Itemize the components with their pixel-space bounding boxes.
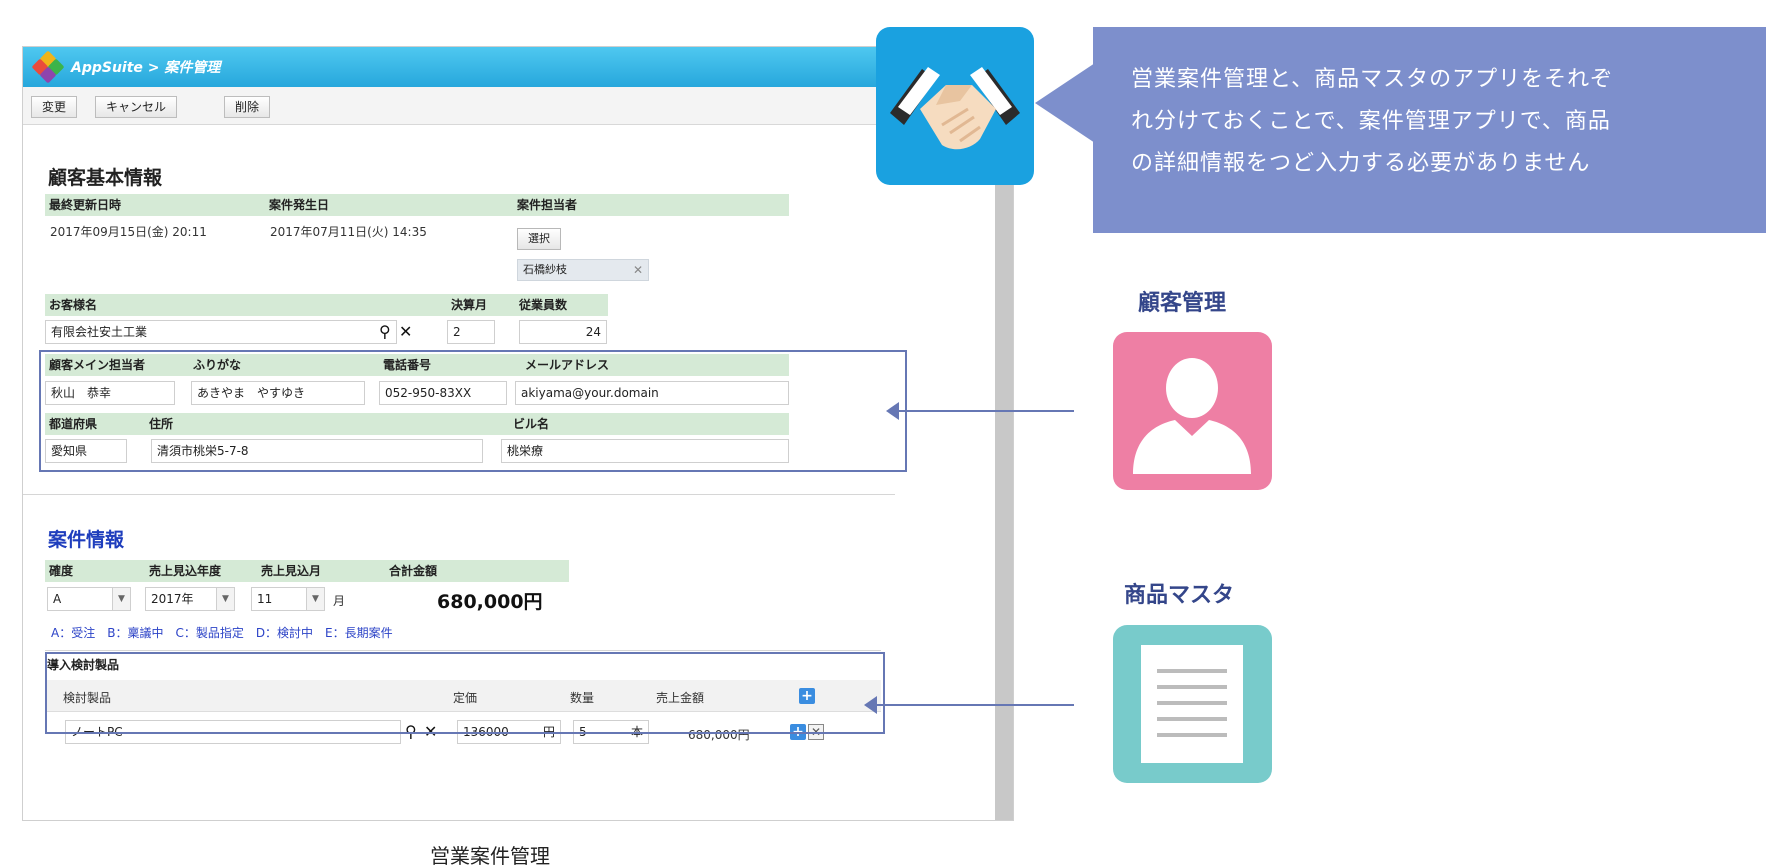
total-amount: 680,000円 [437,591,543,613]
building-label: ビル名 [509,413,789,435]
case-created-label: 案件発生日 [265,194,513,216]
product-master-highlight [45,652,885,734]
certainty-value: A [53,592,62,606]
prefecture-field[interactable]: 愛知県 [45,439,127,463]
amount-value: 680,000円 [688,728,750,742]
section-divider [23,494,895,495]
case-created-value: 2017年07月11日(火) 14:35 [270,225,427,239]
sales-month-value: 11 [257,592,273,606]
owner-tag-label: 石橋紗枝 [523,263,567,276]
document-icon [1141,645,1243,763]
products-divider [45,650,881,651]
figure-caption: 営業案件管理 [430,844,550,867]
handshake-tile [876,27,1034,185]
furigana-label: ふりがな [189,354,379,376]
appsuite-logo-icon [31,50,65,84]
customer-master-label: 顧客管理 [1138,291,1227,316]
search-icon[interactable]: ⚲ [379,322,391,341]
product-connector [876,704,1074,706]
employees-label: 従業員数 [515,294,608,316]
app-titlebar: AppSuite > 案件管理 [23,47,1013,87]
last-updated-label: 最終更新日時 [45,194,265,216]
employees-field[interactable]: 24 [519,320,607,344]
certainty-select[interactable]: A ▼ [47,587,131,611]
month-unit: 月 [333,594,346,608]
scrollbar[interactable] [995,177,1013,820]
prefecture-label: 都道府県 [45,413,145,435]
total-label: 合計金額 [385,560,569,582]
clear-icon[interactable]: ✕ [424,722,438,741]
building-field[interactable]: 桃栄療 [501,439,789,463]
customer-master-tile [1113,332,1272,490]
sales-year-value: 2017年 [151,592,194,606]
handshake-icon [890,67,1020,150]
last-updated-value: 2017年09月15日(金) 20:11 [50,225,207,239]
bubble-line-2: れ分けておくことで、案件管理アプリで、商品 [1131,109,1611,134]
product-master-label: 商品マスタ [1124,583,1235,608]
customer-master-highlight [39,350,907,472]
chevron-down-icon: ▼ [216,588,234,610]
select-owner-button[interactable]: 選択 [517,228,561,250]
furigana-field[interactable]: あきやま やすゆき [191,381,365,405]
phone-label: 電話番号 [379,354,521,376]
toolbar: 変更 キャンセル 削除 [23,87,1013,125]
chevron-down-icon: ▼ [112,588,130,610]
header-qty: 数量 [570,691,595,705]
products-title: 導入検討製品 [47,658,120,672]
main-contact-field[interactable]: 秋山 恭幸 [45,381,175,405]
customer-section-title: 顧客基本情報 [48,167,163,189]
case-owner-label: 案件担当者 [513,194,789,216]
clear-icon[interactable]: ✕ [399,322,413,341]
products-header-row [45,680,881,712]
add-row-icon[interactable]: + [799,688,815,704]
case-section-title: 案件情報 [48,529,125,551]
customer-arrowhead-icon [886,402,899,420]
customer-connector [898,410,1074,412]
certainty-legend: A：受注 B：稟議中 C：製品指定 D：検討中 E：長期案件 [51,626,393,640]
email-label: メールアドレス [521,354,789,376]
main-contact-label: 顧客メイン担当者 [45,354,189,376]
app-window: AppSuite > 案件管理 変更 キャンセル 削除 顧客基本情報 最終更新日… [22,46,1014,821]
sales-month-label: 売上見込月 [257,560,385,582]
cancel-button[interactable]: キャンセル [95,96,178,118]
chevron-down-icon: ▼ [306,588,324,610]
fiscal-month-label: 決算月 [447,294,515,316]
speech-bubble-tail [1035,63,1095,143]
address-field[interactable]: 清須市桃栄5-7-8 [151,439,483,463]
sales-year-label: 売上見込年度 [145,560,257,582]
owner-tag: 石橋紗枝 ✕ [517,259,649,281]
email-field[interactable]: akiyama@your.domain [515,381,789,405]
address-label: 住所 [145,413,509,435]
change-button[interactable]: 変更 [31,96,78,118]
certainty-label: 確度 [45,560,145,582]
remove-owner-icon[interactable]: ✕ [632,263,643,277]
breadcrumb[interactable]: AppSuite > 案件管理 [71,60,221,76]
person-icon [1133,358,1251,474]
product-master-tile [1113,625,1272,783]
search-icon[interactable]: ⚲ [405,722,417,741]
header-price: 定価 [453,691,478,705]
sales-year-select[interactable]: 2017年 ▼ [145,587,235,611]
bubble-line-1: 営業案件管理と、商品マスタのアプリをそれぞ [1131,67,1614,92]
fiscal-month-field[interactable]: 2 [447,320,495,344]
speech-bubble: 営業案件管理と、商品マスタのアプリをそれぞ れ分けておくことで、案件管理アプリで… [1093,27,1766,233]
header-amount: 売上金額 [656,691,705,705]
customer-name-label: お客様名 [45,294,447,316]
bubble-line-3: の詳細情報をつど入力する必要がありません [1131,151,1591,176]
sales-month-select[interactable]: 11 ▼ [251,587,325,611]
product-arrowhead-icon [864,696,877,714]
phone-field[interactable]: 052-950-83XX [379,381,507,405]
customer-name-field[interactable]: 有限会社安土工業 [45,320,397,344]
delete-button[interactable]: 削除 [224,96,271,118]
header-product: 検討製品 [63,691,112,705]
